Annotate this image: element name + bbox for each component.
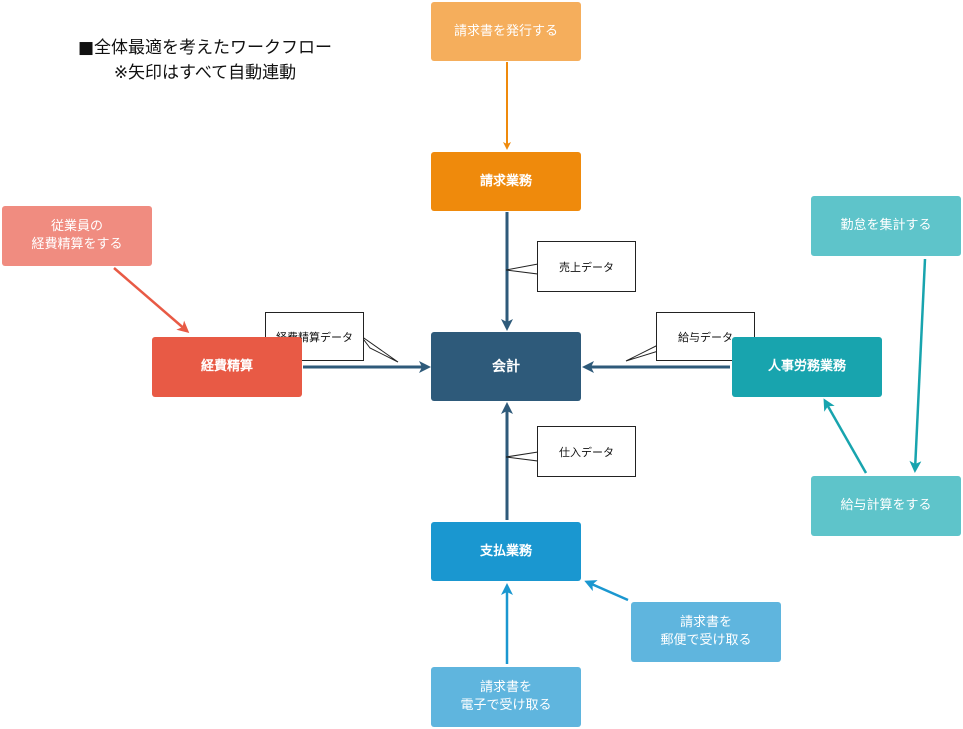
node-invoice-mail-label: 請求書を 郵便で受け取る — [660, 615, 752, 648]
node-hr-labor: 人事労務業務 — [732, 337, 882, 397]
diagram-title: ■全体最適を考えたワークフロー ※矢印はすべて自動連動 — [40, 36, 370, 86]
callout-sales-text: 売上データ — [559, 260, 614, 274]
node-attendance-label: 勤怠を集計する — [840, 218, 932, 233]
callout-purchase-text: 仕入データ — [559, 445, 614, 459]
node-invoice-electronic-label: 請求書を 電子で受け取る — [460, 680, 552, 713]
callout-tail-purchase — [505, 451, 539, 462]
node-billing: 請求業務 — [431, 152, 581, 211]
arrow-payroll-to-hr — [823, 398, 868, 474]
node-accounting: 会計 — [431, 332, 581, 401]
node-expense-request: 従業員の 経費精算をする — [2, 206, 152, 266]
node-attendance: 勤怠を集計する — [811, 196, 961, 256]
node-issue-invoice-label: 請求書を発行する — [453, 23, 558, 39]
arrow-employee-to-expense — [113, 267, 190, 333]
node-payment: 支払業務 — [431, 522, 581, 581]
node-issue-invoice: 請求書を発行する — [431, 2, 581, 61]
node-payroll-calc-label: 給与計算をする — [840, 498, 932, 513]
callout-sales-data: 売上データ — [537, 241, 636, 292]
callout-tail-expense — [360, 335, 399, 363]
node-expense-settlement-label: 経費精算 — [200, 359, 253, 374]
node-payroll-calc: 給与計算をする — [811, 476, 961, 536]
node-payment-label: 支払業務 — [479, 543, 532, 559]
node-hr-labor-label: 人事労務業務 — [767, 359, 846, 374]
callout-salary-text: 給与データ — [678, 330, 733, 344]
node-invoice-electronic: 請求書を 電子で受け取る — [431, 667, 581, 727]
node-expense-settlement: 経費精算 — [152, 337, 302, 397]
node-invoice-mail: 請求書を 郵便で受け取る — [631, 602, 781, 662]
title-line-1: ■全体最適を考えたワークフロー — [77, 38, 333, 58]
title-line-2: ※矢印はすべて自動連動 — [113, 63, 297, 83]
callout-tail-sales — [505, 263, 539, 275]
node-expense-request-label: 従業員の 経費精算をする — [31, 219, 123, 252]
node-accounting-label: 会計 — [492, 358, 520, 375]
arrow-attendance-to-payroll — [909, 258, 927, 473]
callout-expense-data: 経費精算データ — [265, 312, 364, 361]
callout-purchase-data: 仕入データ — [537, 426, 636, 477]
node-billing-label: 請求業務 — [479, 173, 532, 189]
arrow-mail-to-payment — [584, 580, 629, 602]
